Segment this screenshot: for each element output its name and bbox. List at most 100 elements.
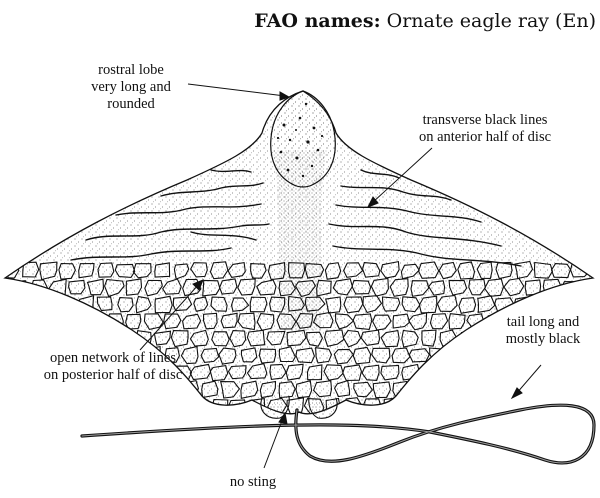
network-cell	[506, 416, 524, 431]
network-cell	[582, 449, 599, 466]
label-transverse-line-1: transverse black lines	[400, 112, 570, 129]
network-cell	[250, 433, 267, 447]
label-rostral-line-1: rostral lobe	[70, 62, 192, 79]
network-cell	[431, 451, 449, 466]
label-network-line-2: on posterior half of disc	[8, 367, 218, 384]
network-cell	[156, 434, 170, 449]
network-cell	[421, 400, 438, 415]
network-cell	[393, 451, 411, 465]
network-cell	[277, 451, 294, 465]
network-cell	[580, 280, 598, 296]
label-rostral-line-2: very long and	[70, 79, 192, 96]
network-cell	[181, 451, 201, 467]
network-cell	[516, 432, 534, 448]
network-cell	[0, 433, 20, 448]
network-cell	[210, 433, 227, 448]
network-cell	[526, 417, 542, 432]
network-cell	[3, 398, 20, 413]
network-cell	[238, 450, 257, 466]
network-cell	[561, 347, 580, 364]
network-cell	[164, 450, 183, 466]
label-tail: tail long and mostly black	[488, 314, 598, 348]
network-cell	[40, 399, 56, 414]
network-cell	[592, 298, 600, 311]
network-cell	[3, 297, 21, 311]
network-cell	[58, 330, 77, 346]
network-cell	[39, 330, 56, 347]
network-cell	[108, 449, 123, 465]
network-cell	[440, 399, 456, 413]
network-cell	[410, 382, 428, 397]
network-cell	[48, 382, 68, 396]
network-cell	[450, 450, 467, 466]
network-cell	[21, 432, 38, 446]
network-cell	[449, 381, 467, 397]
network-cell	[12, 314, 29, 329]
network-cell	[487, 349, 503, 363]
network-cell	[449, 349, 466, 363]
network-cell	[126, 451, 144, 466]
network-cell	[544, 383, 559, 398]
network-cell	[69, 450, 85, 465]
network-cell	[11, 417, 28, 430]
network-cell	[30, 384, 50, 398]
network-cell	[146, 383, 163, 397]
network-cell	[564, 416, 582, 431]
network-cell	[31, 450, 48, 466]
network-cell	[106, 416, 124, 432]
label-no-sting: no sting	[208, 474, 298, 491]
network-cell	[334, 415, 352, 430]
network-cell	[495, 365, 515, 380]
network-cell	[201, 449, 218, 464]
network-cell	[362, 432, 380, 448]
label-rostral-line-3: rounded	[70, 96, 192, 113]
network-cell	[77, 331, 97, 347]
network-cell	[105, 382, 124, 399]
network-cell	[552, 365, 571, 379]
network-cell	[30, 315, 47, 328]
network-cell	[21, 398, 38, 414]
network-cell	[49, 417, 68, 430]
network-cell	[257, 451, 277, 466]
network-cell	[40, 434, 57, 447]
network-cell	[552, 433, 571, 447]
pelvic-fin-right	[309, 396, 337, 418]
network-cell	[525, 348, 543, 364]
network-cell	[315, 449, 334, 465]
network-cell	[192, 432, 210, 449]
network-cell	[10, 281, 27, 295]
network-cell	[88, 416, 104, 430]
network-cell	[190, 400, 208, 413]
network-cell	[49, 313, 68, 328]
label-tail-line-2: mostly black	[488, 331, 598, 348]
network-cell	[96, 401, 114, 416]
network-cell	[485, 449, 505, 466]
network-cell	[428, 382, 448, 398]
network-cell	[440, 364, 458, 379]
leader-rostral	[188, 84, 285, 96]
network-cell	[544, 416, 560, 432]
network-cell	[590, 399, 600, 413]
network-cell	[591, 365, 600, 379]
network-cell	[516, 364, 532, 379]
network-cell	[117, 398, 132, 413]
network-cell	[534, 366, 552, 380]
network-cell	[97, 330, 113, 347]
network-cell	[29, 417, 46, 431]
network-cell	[155, 398, 172, 416]
label-open-network: open network of lines on posterior half …	[8, 350, 218, 384]
network-cell	[68, 382, 85, 397]
network-cell	[504, 348, 524, 364]
network-cell	[127, 382, 142, 397]
network-cell	[325, 433, 340, 448]
network-cell	[219, 449, 236, 465]
network-cell	[475, 366, 494, 380]
network-cell	[344, 433, 361, 448]
network-cell	[68, 417, 86, 431]
network-cell	[571, 365, 589, 381]
network-cell	[573, 298, 589, 313]
network-cell	[572, 433, 589, 449]
network-cell	[478, 398, 494, 413]
network-cell	[399, 400, 417, 414]
network-cell	[3, 330, 19, 346]
